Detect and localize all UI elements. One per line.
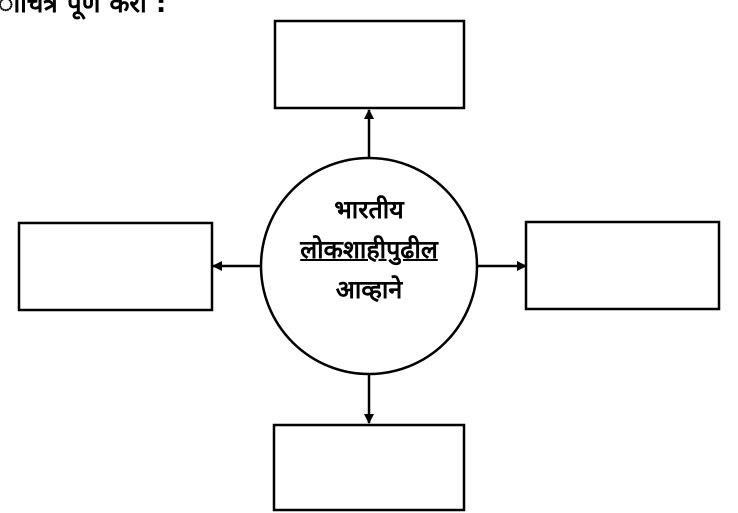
top-answer-box[interactable] (273, 19, 466, 110)
right-answer-box[interactable] (524, 220, 721, 311)
instruction-text: ाचित्र पूर्ण करा : (0, 0, 167, 19)
center-line-2: लोकशाहीपुढील (300, 235, 438, 264)
left-answer-box[interactable] (17, 221, 214, 312)
center-line-1: भारतीय (334, 195, 404, 224)
bottom-answer-box[interactable] (272, 423, 466, 512)
center-topic: भारतीय लोकशाहीपुढील आव्हाने (262, 190, 476, 310)
center-line-3: आव्हाने (335, 275, 403, 304)
